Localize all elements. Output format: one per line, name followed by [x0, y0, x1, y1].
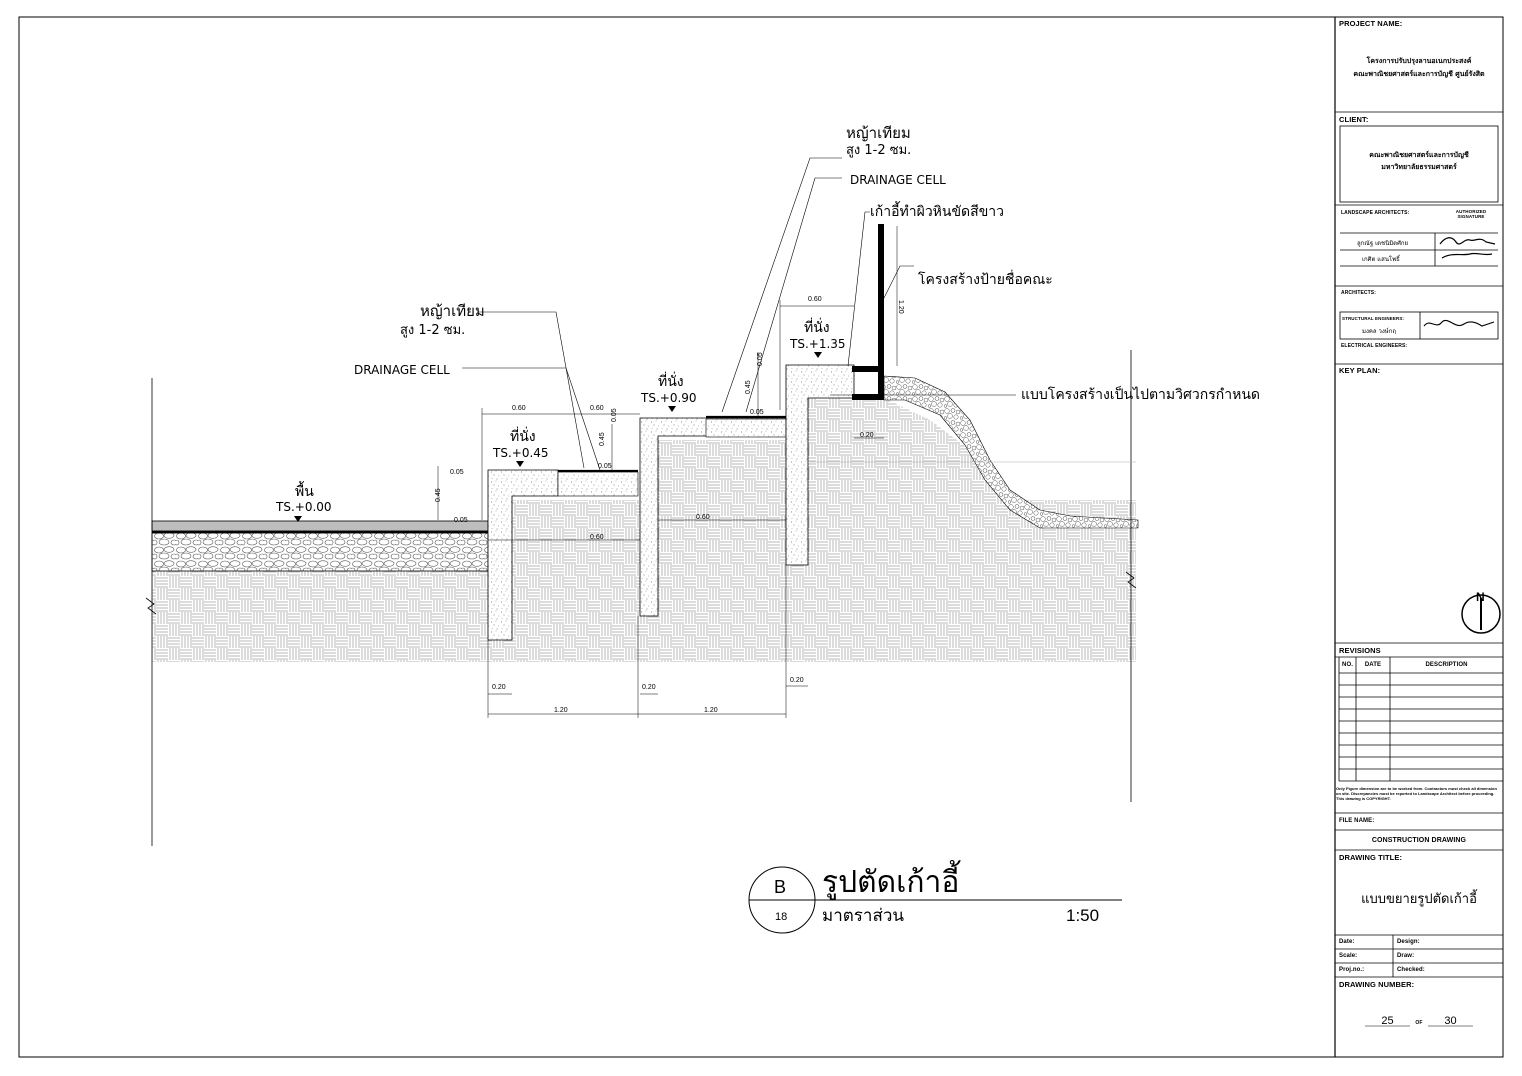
se-name: มงคล วงษ์กฤ — [1362, 328, 1397, 335]
dim-005: 0.05 — [757, 352, 764, 366]
dim-120: 1.20 — [704, 707, 718, 714]
dim-045: 0.45 — [435, 488, 442, 502]
seat-2-label: ที่นั่ง — [658, 372, 684, 390]
scale-field-label: Scale: — [1339, 953, 1358, 959]
section-sheet-number: 18 — [775, 911, 787, 923]
project-name-line1: โครงการปรับปรุงลานอเนกประสงค์ — [1366, 57, 1472, 65]
sheet-number: 25 — [1381, 1015, 1394, 1027]
draw-label: Draw: — [1397, 953, 1415, 959]
seat-1-level: TS.+1.35 — [789, 337, 846, 351]
structural-engineers-label: STRUCTURAL ENGINEERS: — [1342, 316, 1405, 321]
north-arrow-icon — [1461, 594, 1501, 634]
dim-020: 0.20 — [790, 677, 804, 684]
disclaimer-note: Only Figure dimension are to be worked f… — [1336, 786, 1497, 801]
key-plan-label: KEY PLAN: — [1339, 366, 1381, 375]
sheet-border — [18, 16, 1504, 1058]
file-name-label: FILE NAME: — [1339, 818, 1375, 824]
dim-005: 0.05 — [611, 408, 618, 422]
section-letter: B — [774, 877, 786, 897]
section-drawing — [145, 157, 1139, 934]
rev-col-no: NO. — [1342, 662, 1353, 668]
client-line1: คณะพาณิชยศาสตร์และการบัญชี — [1369, 151, 1469, 159]
seat-2-level: TS.+0.90 — [640, 391, 697, 405]
la-name-2: เกศิต แสนโพธิ์ — [1362, 256, 1400, 263]
dim-120: 1.20 — [897, 300, 904, 314]
grass-right-label: หญ้าเทียม — [846, 124, 911, 142]
of-label: OF — [1415, 1020, 1423, 1026]
project-number-label: Proj.no.: — [1339, 967, 1365, 973]
grass-right-height: สูง 1-2 ซม. — [846, 143, 911, 158]
grass-left-label: หญ้าเทียม — [420, 302, 485, 320]
dim-005: 0.05 — [454, 517, 468, 524]
dim-020: 0.20 — [492, 684, 506, 691]
drawing-number-label: DRAWING NUMBER: — [1339, 980, 1415, 989]
dim-060: 0.60 — [590, 534, 604, 541]
file-name: CONSTRUCTION DRAWING — [1371, 837, 1467, 844]
floor-level: TS.+0.00 — [275, 500, 332, 514]
seat-3-level: TS.+0.45 — [492, 446, 549, 460]
grass-left-height: สูง 1-2 ซม. — [400, 323, 465, 338]
sheet-total: 30 — [1444, 1015, 1457, 1027]
seat-stone-label: เก้าอี้ทำผิวหินขัดสีขาว — [870, 201, 1004, 220]
client-label: CLIENT: — [1339, 115, 1369, 124]
drawing-title: แบบขยายรูปตัดเก้าอี้ — [1361, 892, 1477, 907]
structure-note-label: แบบโครงสร้างเป็นไปตามวิศวกรกำหนด — [1021, 385, 1260, 403]
scale-label: มาตราส่วน — [822, 906, 904, 926]
authorized-signature-label: AUTHORIZED SIGNATURE — [1455, 209, 1487, 219]
signature-2 — [1423, 320, 1495, 327]
rev-col-date: DATE — [1364, 662, 1382, 668]
architects-label: ARCHITECTS: — [1341, 290, 1376, 296]
dim-060: 0.60 — [590, 405, 604, 412]
date-label: Date: — [1339, 939, 1355, 945]
rev-col-description: DESCRIPTION — [1425, 662, 1468, 668]
drawing-title-label: DRAWING TITLE: — [1339, 853, 1403, 862]
drainage-right-label: DRAINAGE CELL — [850, 173, 946, 187]
north-label: N — [1476, 590, 1485, 604]
dim-020: 0.20 — [642, 684, 656, 691]
dim-045: 0.45 — [745, 380, 752, 394]
sign-structure-label: โครงสร้างป้ายชื่อคณะ — [918, 270, 1053, 288]
landscape-architects-label: LANDSCAPE ARCHITECTS: — [1341, 210, 1410, 216]
signature-1 — [1439, 237, 1496, 259]
design-label: Design: — [1397, 939, 1420, 945]
dim-005: 0.05 — [750, 409, 764, 416]
seat-1-label: ที่นั่ง — [804, 318, 830, 336]
revisions-label: REVISIONS — [1339, 646, 1381, 655]
project-name-label: PROJECT NAME: — [1339, 19, 1403, 28]
project-name-line2: คณะพาณิชยศาสตร์และการบัญชี ศูนย์รังสิต — [1353, 70, 1485, 78]
la-name-1: ลูกณัฐ เดชนิมิตศักย — [1357, 240, 1409, 247]
dim-060: 0.60 — [512, 405, 526, 412]
seat-3-label: ที่นั่ง — [510, 427, 536, 445]
dim-005: 0.05 — [598, 463, 612, 470]
dim-060: 0.60 — [696, 514, 710, 521]
section-title: รูปตัดเก้าอี้ — [822, 860, 961, 900]
dim-060: 0.60 — [808, 296, 822, 303]
dim-120: 1.20 — [554, 707, 568, 714]
scale-value: 1:50 — [1066, 906, 1099, 925]
floor-label: พื้น — [295, 481, 314, 500]
electrical-engineers-label: ELECTRICAL ENGINEERS: — [1341, 343, 1408, 349]
dim-005: 0.05 — [450, 469, 464, 476]
client-line2: มหาวิทยาลัยธรรมศาสตร์ — [1381, 163, 1457, 171]
checked-label: Checked: — [1397, 967, 1425, 973]
dim-020: 0.20 — [860, 432, 874, 439]
drainage-left-label: DRAINAGE CELL — [354, 363, 450, 377]
dim-045: 0.45 — [599, 432, 606, 446]
